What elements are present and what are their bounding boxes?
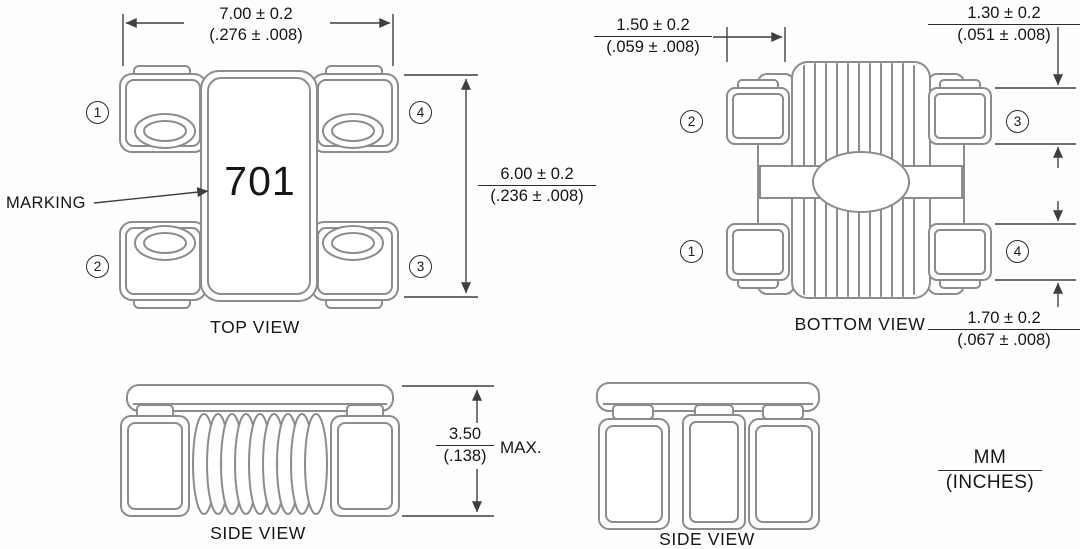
- side-view-left-drawing: [120, 384, 400, 517]
- marking-label: MARKING: [6, 194, 86, 212]
- bottom-terminal-1-number: 1: [687, 244, 696, 259]
- dim-side-height-inches: (.138): [443, 446, 487, 465]
- side-view-right-label: SIDE VIEW: [659, 529, 755, 549]
- bottom-terminal-1-badge: 1: [680, 240, 703, 263]
- dim-lead-offset-mm: 1.50 ± 0.2: [594, 15, 712, 37]
- terminal-3-badge: 3: [409, 255, 432, 278]
- top-view-drawing: [119, 65, 399, 309]
- terminal-1-badge: 1: [86, 101, 109, 124]
- dim-top-height-mm: 6.00 ± 0.2: [478, 164, 596, 186]
- dim-pad-bottom: 1.70 ± 0.2 (.067 ± .008): [928, 308, 1080, 351]
- dimension-lines: [93, 14, 1076, 517]
- part-marking-text: 701: [224, 158, 296, 204]
- terminal-2-number: 2: [93, 259, 102, 274]
- units-inches: (INCHES): [945, 471, 1035, 493]
- dim-pad-top-mm: 1.30 ± 0.2: [928, 3, 1080, 25]
- dim-top-width-inches: (.276 ± .008): [209, 25, 303, 44]
- bottom-terminal-3-badge: 3: [1006, 110, 1029, 133]
- bottom-terminal-4-number: 4: [1013, 244, 1022, 259]
- dim-lead-offset-inches: (.059 ± .008): [606, 37, 700, 56]
- terminal-4-number: 4: [416, 105, 425, 120]
- dim-side-height-qualifier: MAX.: [500, 438, 542, 457]
- terminal-1-number: 1: [93, 105, 102, 120]
- terminal-3-number: 3: [416, 259, 425, 274]
- dim-lead-offset: 1.50 ± 0.2 (.059 ± .008): [594, 15, 712, 58]
- top-view-label: TOP VIEW: [210, 317, 300, 337]
- bottom-view-label: BOTTOM VIEW: [794, 314, 926, 334]
- bottom-terminal-3-number: 3: [1013, 114, 1022, 129]
- units-legend: MM (INCHES): [938, 446, 1042, 495]
- dim-pad-bottom-mm: 1.70 ± 0.2: [928, 308, 1080, 330]
- terminal-4-badge: 4: [409, 101, 432, 124]
- dim-top-height: 6.00 ± 0.2 (.236 ± .008): [478, 164, 596, 207]
- terminal-2-badge: 2: [86, 255, 109, 278]
- dim-pad-top: 1.30 ± 0.2 (.051 ± .008): [928, 3, 1080, 46]
- side-view-right-drawing: [596, 382, 820, 530]
- dim-pad-top-inches: (.051 ± .008): [957, 25, 1051, 44]
- dim-side-height: 3.50 (.138): [436, 424, 494, 467]
- dim-top-width: 7.00 ± 0.2 (.276 ± .008): [186, 4, 326, 46]
- bottom-terminal-2-number: 2: [687, 114, 696, 129]
- bottom-terminal-4-badge: 4: [1006, 240, 1029, 263]
- bottom-terminal-2-badge: 2: [680, 110, 703, 133]
- bottom-view-drawing: [726, 61, 992, 299]
- dim-top-height-inches: (.236 ± .008): [490, 186, 584, 205]
- side-view-left-label: SIDE VIEW: [210, 523, 306, 543]
- dim-pad-bottom-inches: (.067 ± .008): [957, 330, 1051, 349]
- dim-side-height-mm: 3.50: [436, 424, 494, 446]
- units-mm: MM: [938, 446, 1042, 471]
- dim-top-width-mm: 7.00 ± 0.2: [219, 5, 293, 23]
